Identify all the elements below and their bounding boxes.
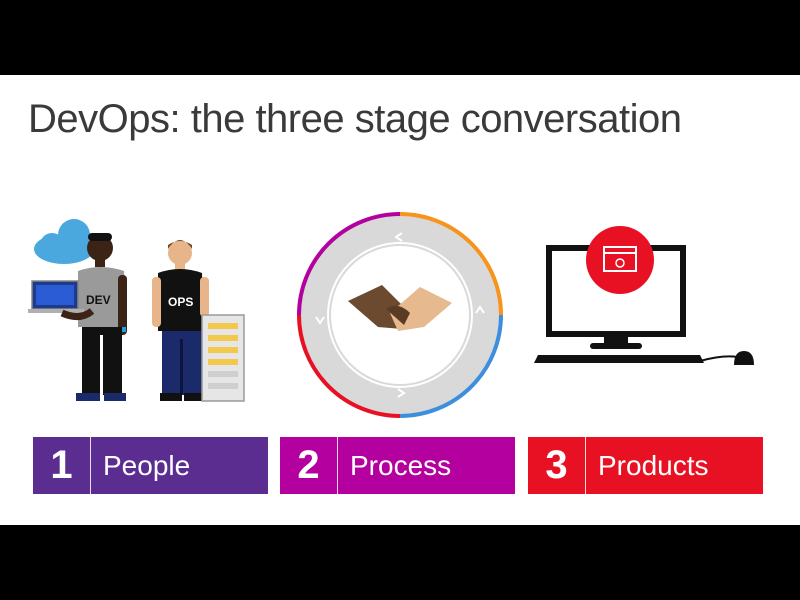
process-illustration bbox=[297, 212, 503, 418]
ops-person bbox=[152, 240, 245, 402]
stage-label: People bbox=[103, 449, 191, 481]
ops-shirt-label: OPS bbox=[168, 295, 194, 309]
slide: DevOps: the three stage conversation bbox=[0, 75, 800, 525]
cloud-icon bbox=[34, 219, 94, 264]
products-illustration bbox=[534, 226, 754, 365]
stage-products: 3 Products bbox=[528, 437, 763, 494]
stage-number: 2 bbox=[280, 437, 338, 494]
dev-person bbox=[28, 233, 127, 401]
mouse-icon bbox=[734, 351, 754, 365]
handshake-icon bbox=[348, 285, 452, 331]
stage-process: 2 Process bbox=[280, 437, 515, 494]
slide-title: DevOps: the three stage conversation bbox=[28, 97, 682, 141]
people-illustration bbox=[28, 219, 245, 402]
cycle-arrows-icon bbox=[315, 232, 485, 398]
stage-number: 3 bbox=[528, 437, 586, 494]
stage-label: Products bbox=[598, 449, 709, 481]
stage-people: 1 People bbox=[33, 437, 268, 494]
app-badge-icon bbox=[586, 226, 654, 294]
stage-label: Process bbox=[350, 449, 452, 481]
keyboard-icon bbox=[534, 355, 745, 363]
dev-shirt-label: DEV bbox=[86, 293, 111, 307]
stage-number: 1 bbox=[33, 437, 91, 494]
